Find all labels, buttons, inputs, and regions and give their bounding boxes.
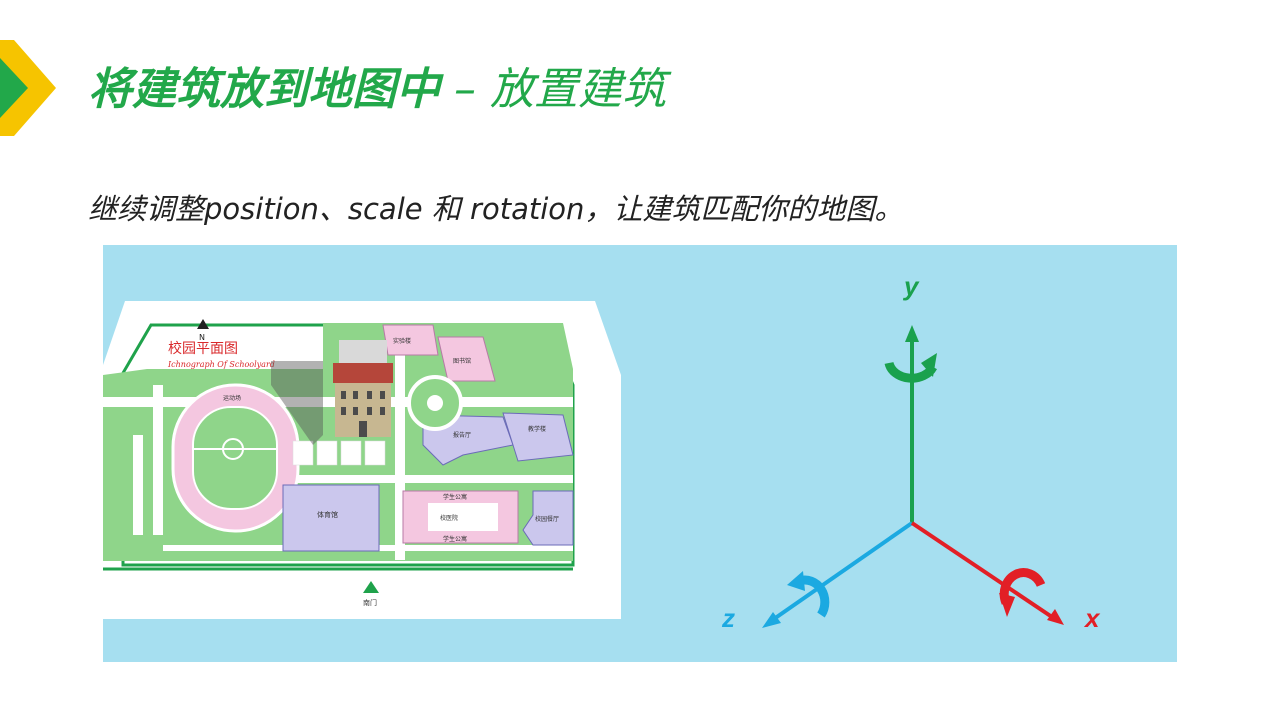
slide-title: 将建筑放到地图中 – 放置建筑 [88, 60, 666, 120]
south-gate-icon [363, 581, 379, 593]
y-axis-label: y [902, 271, 920, 301]
map-label-gym: 体育馆 [317, 510, 338, 519]
map-label-dorm2: 学生公寓 [443, 535, 467, 543]
map-label-lab: 实验楼 [393, 337, 411, 345]
x-arrow-icon [1047, 609, 1064, 625]
logo-chevron-icon [0, 40, 56, 136]
map-title: 校园平面图 [168, 340, 238, 357]
compass-label: N [199, 333, 205, 342]
axis-gizmo: y z x [721, 271, 1101, 633]
z-axis-label: z [721, 603, 735, 633]
title-main: 将建筑放到地图中 [88, 64, 440, 115]
map-label-library: 图书馆 [453, 357, 471, 365]
x-axis-label: x [1083, 603, 1101, 633]
map-label-report: 报告厅 [453, 431, 471, 439]
map-label-gate: 南门 [363, 598, 377, 607]
map-subtitle: Ichnograph Of Schoolyard [167, 360, 275, 369]
map-label-teaching: 教学楼 [528, 425, 546, 433]
map-label-hospital: 校医院 [440, 514, 458, 522]
slide-subtitle: 继续调整position、scale 和 rotation，让建筑匹配你的地图。 [88, 192, 904, 226]
title-sub: 放置建筑 [489, 64, 666, 115]
z-rotation-icon [797, 575, 830, 618]
campus-map: 校园平面图 Ichnograph Of Schoolyard N 运动场 体育馆 [103, 301, 621, 619]
placed-building[interactable] [333, 340, 393, 437]
z-arrow-icon [762, 612, 781, 628]
north-arrow-icon [197, 319, 209, 329]
map-label-dorm: 学生公寓 [443, 493, 467, 501]
x-axis-line [910, 521, 1057, 621]
scene-panel: 校园平面图 Ichnograph Of Schoolyard N 运动场 体育馆 [103, 245, 1177, 662]
map-label-canteen: 校园餐厅 [535, 515, 559, 523]
map-label-playground: 运动场 [223, 394, 241, 402]
title-separator: – [440, 64, 490, 115]
z-axis-line [769, 521, 914, 623]
y-arrow-icon [905, 325, 919, 342]
